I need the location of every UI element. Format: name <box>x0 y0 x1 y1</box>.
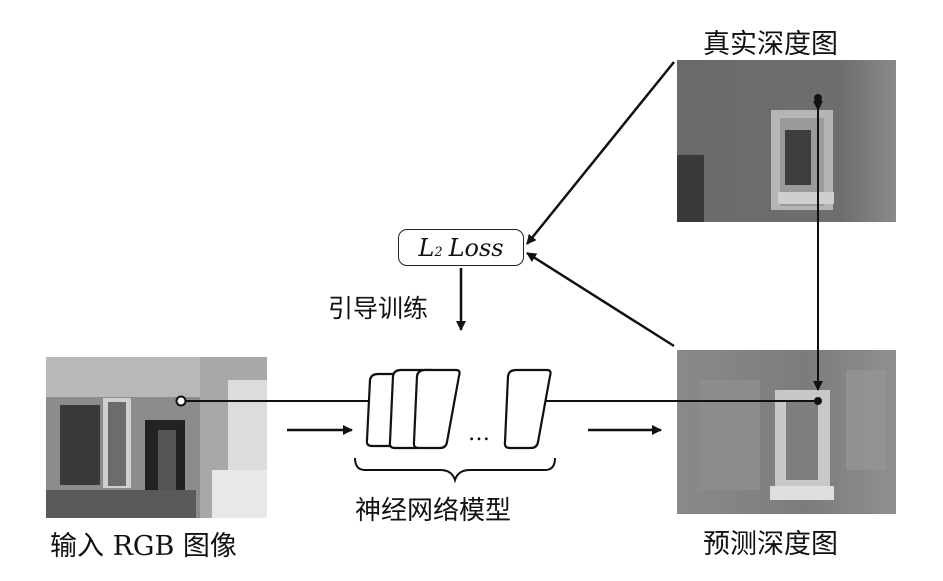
layer-card-3 <box>412 368 461 450</box>
input-image-label: 输入 RGB 图像 <box>50 531 237 562</box>
pred-to-loss-arrow <box>526 251 675 348</box>
gt-to-loss-arrow <box>526 61 675 245</box>
network-layers <box>365 368 552 450</box>
layers-ellipsis: … <box>468 421 490 446</box>
loss-L: L <box>418 233 435 262</box>
predicted-label: 预测深度图 <box>703 529 838 560</box>
ground-truth-label: 真实深度图 <box>703 29 838 60</box>
loss-subscript: 2 <box>434 245 443 260</box>
loss-word: Loss <box>448 233 504 262</box>
predicted-depth-image <box>677 350 896 514</box>
pred-point-marker <box>814 397 822 405</box>
guided-training-label: 引导训练 <box>328 294 429 323</box>
gt-point-marker <box>814 94 822 102</box>
layer-card-4 <box>503 368 552 450</box>
input-point-marker <box>175 395 187 407</box>
model-brace <box>354 457 556 484</box>
model-label: 神经网络模型 <box>355 496 512 526</box>
ground-truth-depth-image <box>677 60 896 222</box>
input-rgb-image <box>46 357 267 518</box>
